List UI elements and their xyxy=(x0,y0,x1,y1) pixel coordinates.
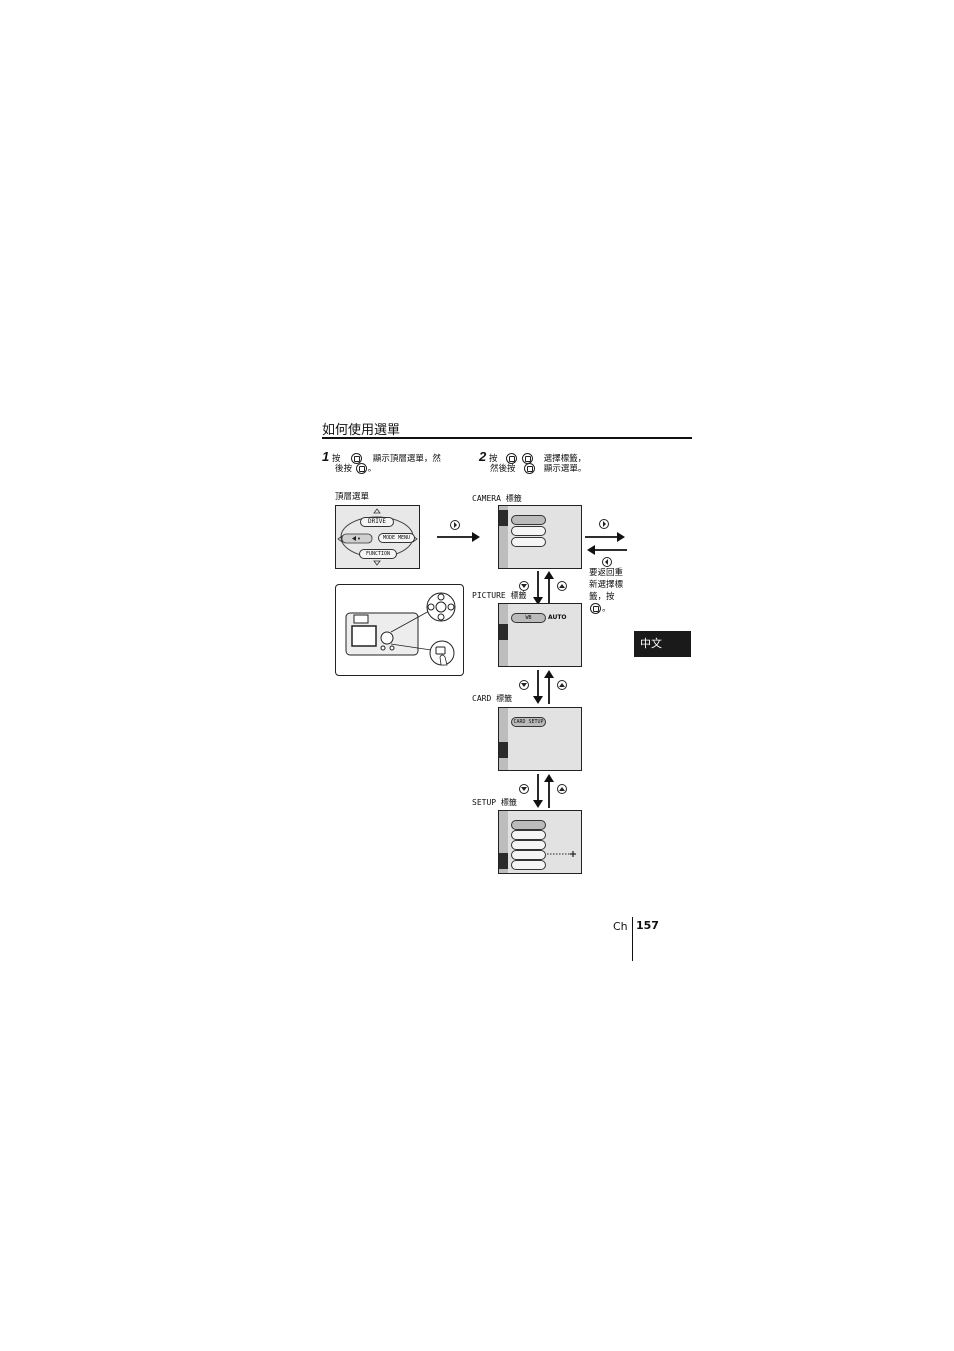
active-tab-marker xyxy=(499,742,508,758)
picture-menu-screen: WB AUTO xyxy=(498,603,582,667)
camera-tab-label: CAMERA 標籤 xyxy=(472,494,522,503)
step2-text-d: 顯示選單。 xyxy=(543,464,587,474)
right-arrow-button-icon xyxy=(524,463,536,474)
card-menu-screen: CARD SETUP xyxy=(498,707,582,771)
active-tab-marker xyxy=(499,624,508,640)
return-note-line1: 要返回重 xyxy=(589,568,624,578)
setup-menu-item-2[interactable] xyxy=(511,830,546,840)
screen-side-tabs xyxy=(499,708,508,770)
active-tab-marker xyxy=(499,510,508,526)
menu-item-mode-menu[interactable]: MODE MENU xyxy=(378,533,415,543)
picture-tab-label: PICTURE 標籤 xyxy=(472,591,527,600)
step1-line1: 1 按 顯示頂層選單，然 xyxy=(322,449,441,465)
up-down-arrows-1 xyxy=(519,571,567,605)
screen-side-tabs xyxy=(499,506,508,568)
left-arrow-button-icon xyxy=(590,603,601,614)
return-note-line3: 籤，按 xyxy=(589,592,615,602)
brightness-slider[interactable] xyxy=(545,849,579,859)
camera-illustration xyxy=(335,584,464,676)
picture-menu-item-wb[interactable]: WB xyxy=(511,613,546,623)
setup-menu-screen xyxy=(498,810,582,874)
page-title: 如何使用選單 xyxy=(322,423,401,438)
menu-item-function[interactable]: FUNCTION xyxy=(359,549,397,559)
step2-text-b: 選擇標籤， xyxy=(543,454,587,464)
step1-text-a: 按 xyxy=(331,454,341,464)
top-menu-screen: DRIVE MODE MENU FUNCTION xyxy=(335,505,420,569)
right-left-arrows xyxy=(585,519,627,567)
setup-menu-item-5[interactable] xyxy=(511,860,546,870)
step1-text-c: 後按 xyxy=(335,464,353,474)
return-note-line4: 。 xyxy=(589,603,623,615)
title-rule xyxy=(322,437,692,439)
setup-menu-item-1[interactable] xyxy=(511,820,546,830)
card-menu-item-card-setup[interactable]: CARD SETUP xyxy=(511,717,546,727)
screen-side-tabs xyxy=(499,811,508,873)
setup-menu-item-3[interactable] xyxy=(511,840,546,850)
return-note-line2: 新選擇標 xyxy=(589,580,624,590)
setup-menu-item-4[interactable] xyxy=(511,850,546,860)
step2-text-a: 按 xyxy=(488,454,498,464)
setup-tab-label: SETUP 標籤 xyxy=(472,798,517,807)
up-down-arrows-2 xyxy=(519,670,567,704)
language-tab: 中文 xyxy=(634,631,691,657)
menu-button-icon xyxy=(351,453,363,464)
picture-wb-value: AUTO xyxy=(548,614,567,621)
camera-menu-item-2[interactable] xyxy=(511,526,546,536)
return-note: 要返回重 新選擇標 籤，按 。 xyxy=(589,567,623,615)
down-arrow-button-icon xyxy=(506,453,518,464)
top-menu-label: 頂層選單 xyxy=(335,492,370,502)
up-down-arrows-3 xyxy=(519,774,567,808)
camera-drawing xyxy=(345,592,456,666)
footer-language: Ch xyxy=(613,920,628,933)
step2-line2: 然後按 顯示選單。 xyxy=(490,463,586,475)
right-arrow-button-icon xyxy=(355,463,367,474)
step1-line2: 後按 。 xyxy=(335,463,376,475)
camera-menu-screen xyxy=(498,505,582,569)
active-tab-marker xyxy=(499,853,508,869)
right-arrow-1 xyxy=(437,520,480,542)
card-tab-label: CARD 標籤 xyxy=(472,694,513,703)
step2-number: 2 xyxy=(479,449,487,464)
menu-item-drive[interactable]: DRIVE xyxy=(360,517,394,527)
camera-menu-item-3[interactable] xyxy=(511,537,546,547)
step2-line1: 2 按 選擇標籤， xyxy=(479,449,587,465)
step1-text-b: 顯示頂層選單，然 xyxy=(372,454,441,464)
step2-text-c: 然後按 xyxy=(490,464,516,474)
footer-divider xyxy=(632,917,633,961)
page-number: 157 xyxy=(636,919,659,932)
step1-text-d: 。 xyxy=(367,464,377,474)
step1-number: 1 xyxy=(322,449,330,464)
camera-menu-item-1[interactable] xyxy=(511,515,546,525)
